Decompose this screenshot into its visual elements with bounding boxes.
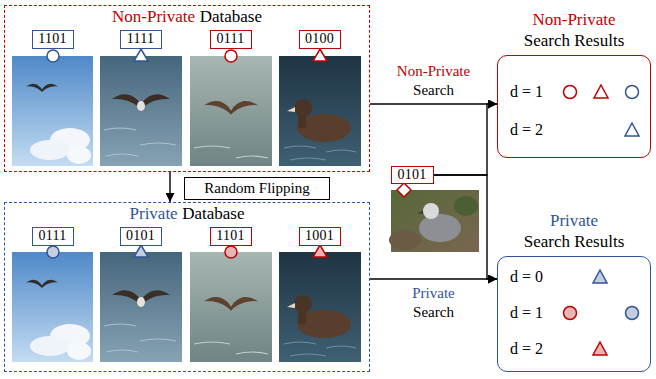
edge-label: Non-Private Search (395, 62, 473, 100)
triangle-marker (625, 123, 639, 136)
hash-code: 1111 (127, 32, 155, 46)
photo-sea (190, 56, 272, 166)
circle-marker (626, 307, 639, 320)
panel-title: Database (200, 7, 262, 27)
triangle-marker (593, 270, 607, 283)
triangle-marker (134, 245, 148, 257)
photo-sea (100, 56, 182, 166)
results-title-accent: Non-Private (498, 10, 650, 30)
circle-marker (626, 86, 639, 99)
rock (454, 196, 478, 216)
distance-label: d = 0 (510, 267, 543, 287)
bird (26, 84, 58, 92)
hash-code: 0100 (305, 32, 334, 46)
distance-label: d = 2 (510, 339, 543, 359)
circle-marker (225, 246, 237, 258)
triangle-marker (134, 49, 148, 61)
circle-marker (47, 246, 59, 258)
cloud (67, 146, 91, 164)
edge-label: Private Search (410, 284, 457, 322)
bird (204, 101, 258, 115)
hash-code: 0101 (126, 229, 155, 243)
results-title: Search Results (498, 232, 650, 252)
triangle-marker (313, 245, 327, 257)
hash-code: 0101 (397, 168, 426, 182)
panel-title: Database (182, 204, 244, 224)
process-box: Random Flipping (184, 177, 330, 200)
waves (194, 146, 268, 158)
triangle-marker (594, 85, 608, 98)
bird-photos (12, 56, 361, 166)
photo-sky (12, 56, 93, 166)
diamond-marker (397, 183, 411, 197)
results-title: Search Results (498, 31, 650, 51)
connector (434, 175, 498, 279)
panel-title-accent: Non-Private (112, 7, 195, 27)
hash-code-box: 0101 (120, 227, 162, 246)
hash-code: 0111 (216, 32, 244, 46)
results-panel: PrivateSearch Resultsd = 0d = 1d = 2 (497, 256, 651, 372)
results-panel: Non-PrivateSearch Resultsd = 1d = 2 (497, 55, 651, 158)
distance-label: d = 2 (510, 120, 543, 140)
hash-code-box: 0101 (391, 166, 434, 184)
database-panel: PrivateDatabase 0111 0101 1101 1001 (4, 202, 370, 372)
cloud (30, 140, 70, 160)
panel-title-accent: Private (130, 204, 178, 224)
query-bird-beak (417, 211, 423, 214)
photo-water (279, 56, 361, 166)
results-title-accent: Private (498, 211, 650, 231)
database-panel: Non-PrivateDatabase 1101 1111 0111 0100 (4, 5, 370, 172)
hash-code-box: 0111 (32, 227, 74, 246)
circle-marker (564, 86, 577, 99)
box-label: Random Flipping (204, 181, 309, 196)
hash-code-box: 1101 (210, 227, 252, 246)
circle-marker (225, 50, 237, 62)
bird-photos-copy (12, 252, 361, 362)
hash-code-box: 1111 (120, 30, 162, 49)
triangle-marker (593, 342, 607, 355)
panel-title-row: Non-PrivateDatabase (5, 7, 369, 27)
connector (370, 103, 497, 104)
distance-label: d = 1 (510, 82, 543, 102)
duck-beak (287, 107, 295, 112)
query-bird-head (423, 203, 439, 219)
connector (370, 278, 497, 279)
circle-marker (47, 50, 59, 62)
hash-code-box: 1001 (299, 227, 341, 246)
panel-title-row: PrivateDatabase (5, 204, 369, 224)
hash-code-box: 1101 (32, 30, 74, 49)
duck-neck (298, 112, 306, 128)
connector (434, 104, 498, 175)
triangle-marker (313, 49, 327, 61)
hash-code-box: 0111 (210, 30, 252, 49)
waves (104, 128, 176, 156)
hash-code: 0111 (38, 229, 66, 243)
distance-label: d = 1 (510, 303, 543, 323)
rock (389, 230, 421, 250)
hash-code-box: 0100 (299, 30, 341, 49)
hash-code: 1101 (216, 229, 245, 243)
hash-code: 1001 (305, 229, 334, 243)
query-bird-body (419, 214, 461, 242)
connector (169, 172, 170, 202)
bird-belly (137, 101, 145, 111)
circle-marker (564, 307, 577, 320)
hash-code: 1101 (38, 32, 67, 46)
ripples (284, 146, 356, 160)
